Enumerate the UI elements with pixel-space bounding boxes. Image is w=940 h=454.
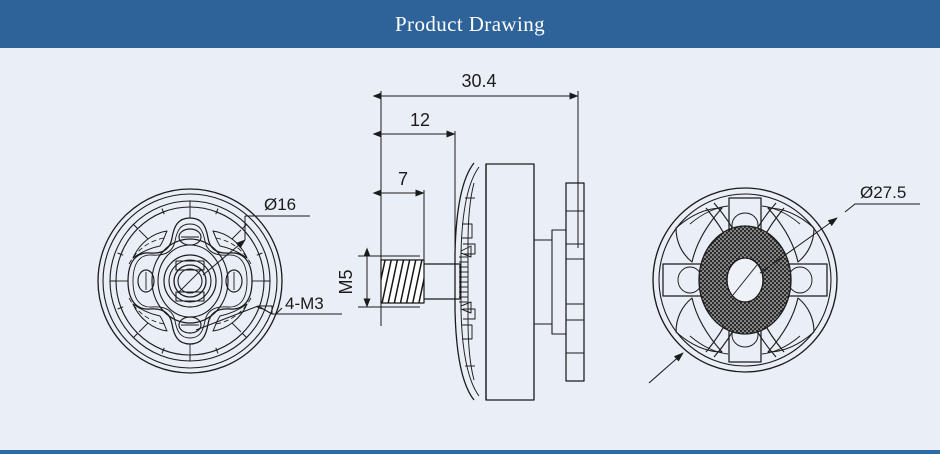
technical-drawing-svg: Ø16 4-M3 30.4 <box>97 71 920 401</box>
dimension-shaft-thread-label: M5 <box>336 269 356 294</box>
view-side-section <box>380 162 585 401</box>
drawing-canvas: Ø16 4-M3 30.4 <box>0 48 940 450</box>
rim-ribs <box>110 201 270 361</box>
footer-rule <box>0 450 940 454</box>
dimension-overall-length-label: 30.4 <box>461 71 496 91</box>
mounting-holes <box>137 228 243 334</box>
bell-outer-profile <box>454 162 475 401</box>
dimension-thread-length <box>372 189 425 260</box>
page-title: Product Drawing <box>394 12 546 36</box>
outer-webbing <box>116 207 264 355</box>
callout-bore-diameter <box>202 215 310 276</box>
callout-mount-pattern-diameter <box>759 203 920 274</box>
vent-pockets <box>128 230 252 332</box>
base-flange <box>565 182 585 382</box>
dimension-shaft-thread <box>358 247 420 308</box>
outer-pockets <box>675 207 815 353</box>
dimension-thread-length-label: 7 <box>398 169 408 189</box>
motor-body <box>485 163 535 401</box>
callout-mount-pattern-diameter-label: Ø27.5 <box>860 183 906 202</box>
threaded-shaft <box>380 259 425 304</box>
dimension-shaft-to-body <box>372 130 456 280</box>
header-band: Product Drawing <box>0 0 940 48</box>
view-bottom <box>652 187 838 373</box>
bottom-view-reference-arrow <box>648 352 684 384</box>
bell-interior-detail <box>459 182 476 381</box>
callout-mounting-holes <box>195 305 342 331</box>
callout-mounting-holes-label: 4-M3 <box>285 294 324 313</box>
dimension-shaft-to-body-label: 12 <box>410 110 430 130</box>
flange-segments <box>566 210 584 354</box>
view-top <box>97 188 283 374</box>
callout-bore-diameter-label: Ø16 <box>264 195 296 214</box>
